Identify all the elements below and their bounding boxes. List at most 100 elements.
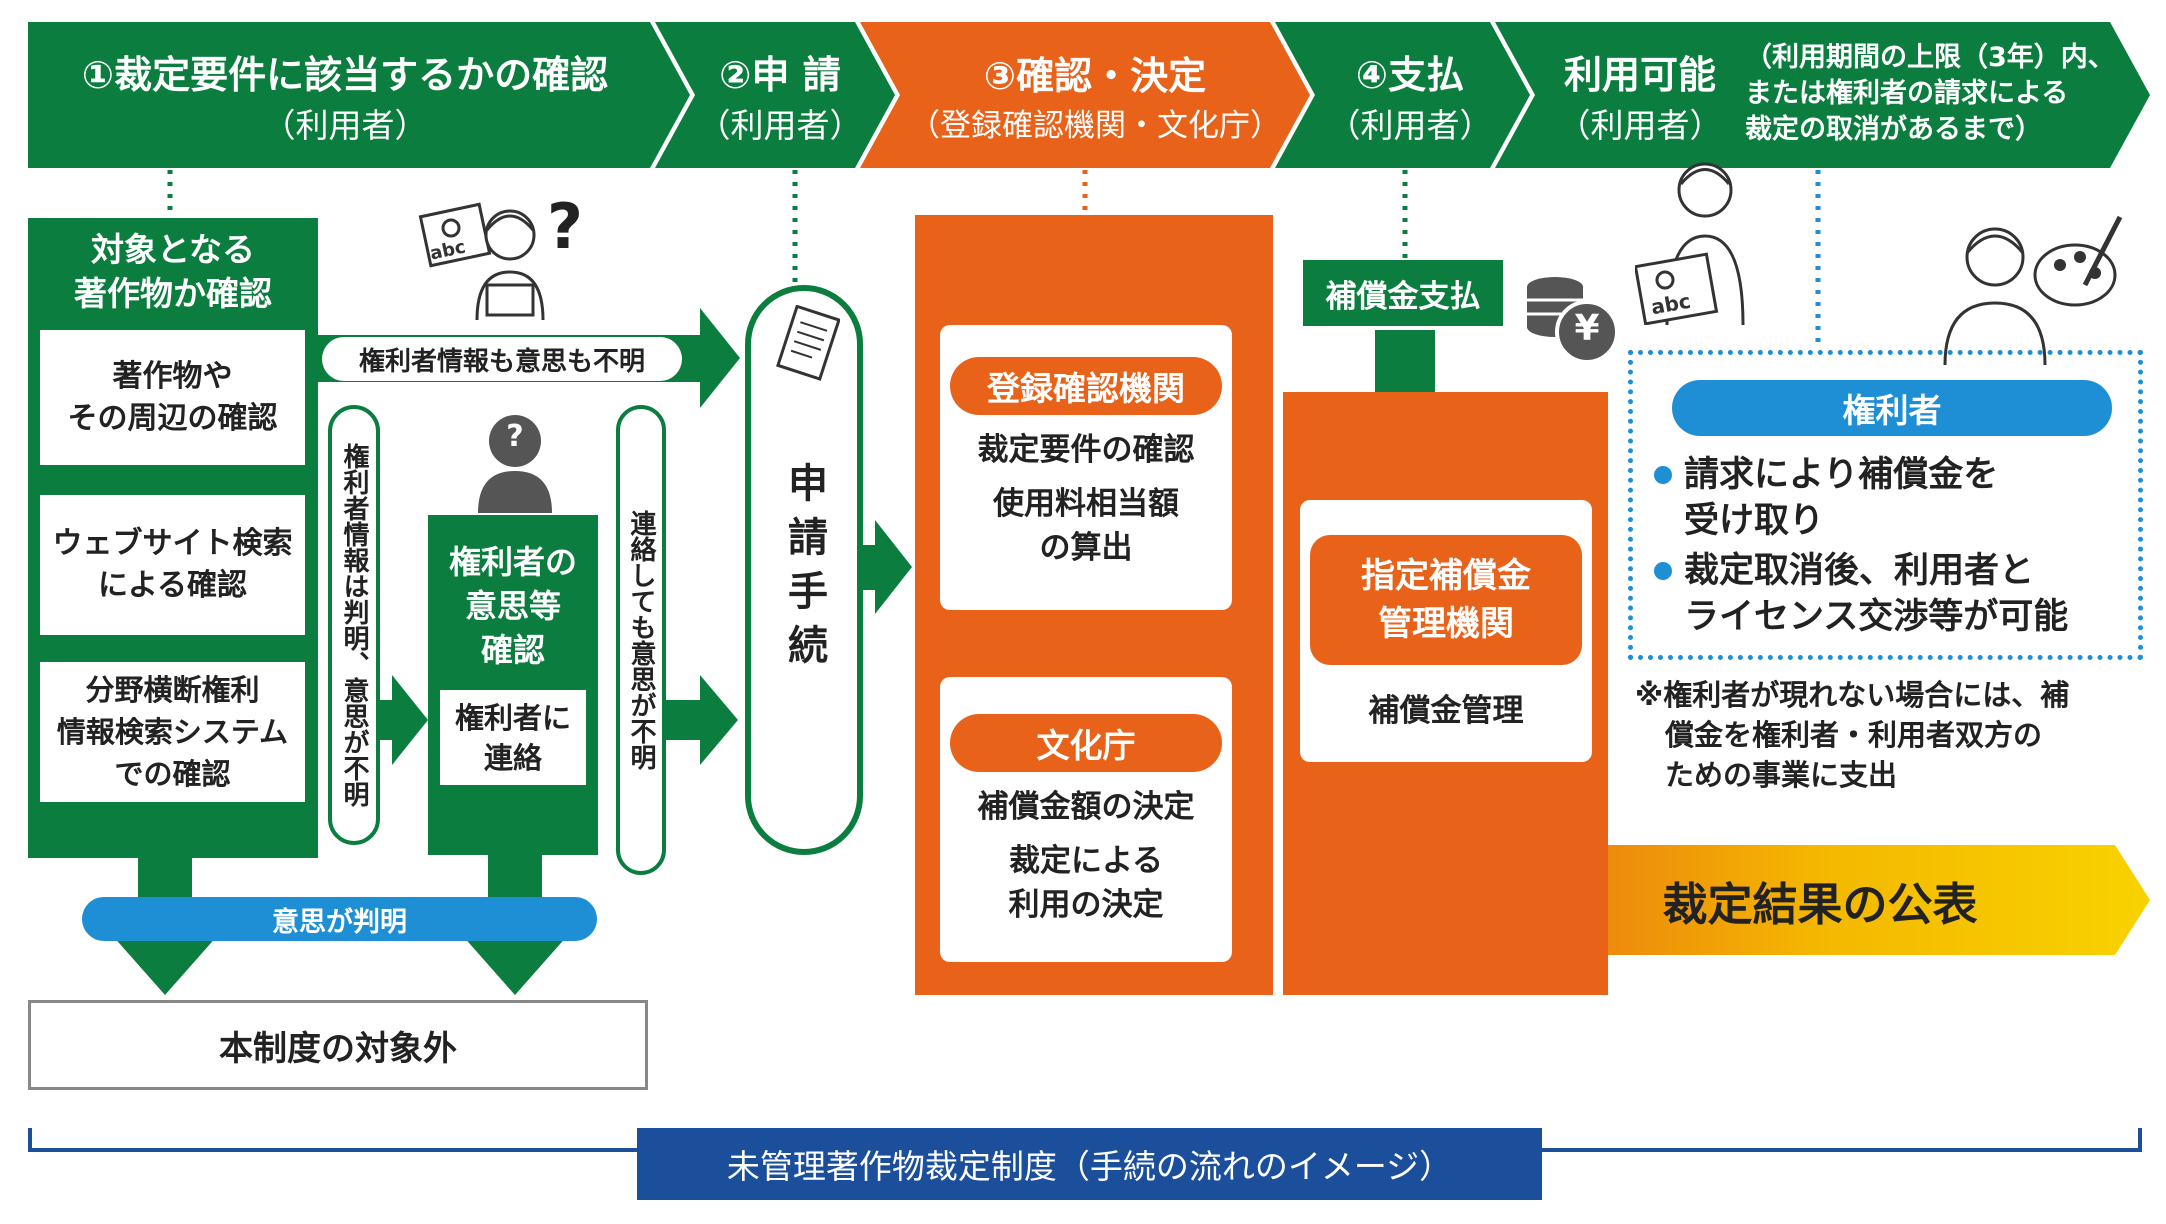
vlabel-intent-unknown: 連絡しても意思が不明: [616, 405, 666, 875]
step4-title: ④支払: [1355, 52, 1465, 97]
step5-note-line2: または権利者の請求による: [1745, 78, 2069, 109]
check-box-surroundings-line1: 著作物や: [112, 358, 233, 394]
intent-check-title: 権利者の 意思等 確認: [428, 540, 598, 672]
out-of-scope-text: 本制度の対象外: [219, 1028, 457, 1069]
rights-holder-badge: 権利者: [1672, 380, 2112, 436]
vlabel-info-known-text: 権利者情報は判明、意思が不明: [339, 443, 369, 807]
unknown-person-icon: ?: [470, 405, 560, 513]
reg-item-fee-line2: の算出: [1039, 530, 1133, 566]
mgmt-title-line2: 管理機関: [1378, 604, 1514, 644]
mgmt-item: 補償金管理: [1300, 685, 1592, 730]
publication-label: 裁定結果の公表: [1570, 845, 2070, 955]
bullet-icon: [1654, 466, 1672, 484]
bullet-icon: [1654, 562, 1672, 580]
application-capsule: [745, 285, 863, 855]
check-box-rights-db-line3: での確認: [114, 757, 231, 791]
rights-holder-item2-line1: 裁定取消後、利用者と: [1684, 551, 2035, 591]
step5-note-line3: 裁定の取消があるまで）: [1745, 114, 2042, 145]
contact-holder-box: 権利者に 連絡: [440, 690, 586, 785]
arrow-top-label: 権利者情報も意思も不明: [322, 337, 682, 381]
step4-sub: （利用者）: [1327, 105, 1493, 145]
check-box-rights-db-line2: 情報検索システム: [56, 715, 289, 749]
vlabel-intent-unknown-text: 連絡しても意思が不明: [626, 510, 656, 770]
reg-org-badge: 登録確認機関: [950, 357, 1222, 415]
step5-note-line1: （利用期間の上限（3年）内、: [1745, 42, 2115, 73]
agency-items: 補償金額の決定 裁定による 利用の決定: [940, 785, 1232, 927]
reg-org-badge-text: 登録確認機関: [987, 369, 1185, 408]
step-chevrons: [28, 22, 2150, 168]
intent-title-line1: 権利者の: [448, 543, 577, 581]
document-icon: [770, 304, 841, 395]
rights-holder-item-1: 請求により補償金を 受け取り: [1650, 452, 2130, 544]
step5-label: 利用可能 （利用者）: [1540, 30, 1740, 160]
step3-sub: （登録確認機関・文化庁）: [909, 108, 1281, 144]
check-box-surroundings: 著作物や その周辺の確認: [40, 330, 305, 465]
chevron-step2: [655, 22, 895, 168]
step3-title: ③確認・決定: [983, 54, 1207, 98]
chevron-step3: [860, 22, 1310, 168]
rights-holder-items: 請求により補償金を 受け取り 裁定取消後、利用者と ライセンス交渉等が可能: [1650, 452, 2130, 640]
rights-holder-box: [1628, 350, 2143, 660]
mgmt-item-text: 補償金管理: [1368, 693, 1524, 729]
check-box-web-search-line1: ウェブサイト検索: [52, 526, 293, 561]
contact-holder-line2: 連絡: [483, 740, 542, 775]
step5-note: （利用期間の上限（3年）内、 または権利者の請求による 裁定の取消があるまで）: [1745, 40, 2115, 148]
user-thinking-icon: abc ?: [415, 190, 595, 321]
chevron-step1: [28, 22, 690, 168]
check-box-web-search-line2: による確認: [97, 568, 248, 603]
rights-holder-item2-line2: ライセンス交渉等が可能: [1684, 597, 2069, 637]
chevron-step4: [1275, 22, 1530, 168]
target-check-header: 対象となる 著作物か確認: [28, 228, 318, 316]
coins-yen-icon: ¥: [1515, 262, 1625, 367]
step2-sub: （利用者）: [697, 105, 863, 145]
agency-badge: 文化庁: [950, 714, 1222, 772]
intent-title-line3: 確認: [480, 631, 545, 669]
footer-caption-text: 未管理著作物裁定制度（手続の流れのイメージ）: [726, 1147, 1453, 1186]
target-check-header-line1: 対象となる: [90, 230, 255, 269]
rights-holder-item1-line1: 請求により補償金を: [1684, 455, 1999, 495]
note-line1: ※権利者が現れない場合には、補: [1635, 678, 2070, 712]
arrow-app-to-step3: [862, 520, 912, 614]
yen-symbol: ¥: [1574, 308, 1600, 349]
payment-label-text: 補償金支払: [1325, 278, 1481, 315]
artist-palette-icon: [1935, 205, 2125, 366]
check-box-web-search: ウェブサイト検索 による確認: [40, 495, 305, 635]
intent-check-panel: [428, 515, 598, 855]
check-box-rights-db: 分野横断権利 情報検索システム での確認: [40, 662, 305, 802]
rights-holder-item1-line2: 受け取り: [1684, 501, 1825, 541]
rights-holder-badge-text: 権利者: [1842, 391, 1942, 430]
reg-org-items: 裁定要件の確認 使用料相当額 の算出: [940, 428, 1232, 570]
step1-title: ①裁定要件に該当するかの確認: [81, 52, 609, 97]
check-box-rights-db-line1: 分野横断権利: [85, 673, 260, 707]
agency-item-decision-line2: 利用の決定: [1008, 887, 1164, 923]
arrow-to-intent: [370, 675, 428, 765]
agency-badge-text: 文化庁: [1036, 726, 1136, 765]
mgmt-badge: 指定補償金 管理機関: [1310, 535, 1582, 665]
step5-title: 利用可能: [1563, 52, 1716, 97]
application-label: 申請手続: [751, 420, 857, 720]
arrow-to-application: [660, 675, 738, 765]
question-mark-icon: ?: [547, 190, 583, 263]
publication-text: 裁定結果の公表: [1662, 877, 1978, 931]
intent-title-line2: 意思等: [464, 587, 561, 625]
user-with-artwork-icon: abc: [1633, 150, 1765, 326]
rights-holder-item-2: 裁定取消後、利用者と ライセンス交渉等が可能: [1650, 548, 2130, 640]
agency-item-decision-line1: 裁定による: [1008, 843, 1164, 879]
intent-known-pill: 意思が判明: [82, 897, 597, 941]
note-line3: ための事業に支出: [1665, 758, 1898, 792]
agency-item-amount: 補償金額の決定: [977, 789, 1195, 825]
step2-title: ②申 請: [719, 52, 841, 97]
step3-label: ③確認・決定 （登録確認機関・文化庁）: [895, 30, 1295, 160]
target-check-header-line2: 著作物か確認: [74, 274, 272, 313]
vlabel-info-known: 権利者情報は判明、意思が不明: [328, 405, 380, 845]
arrow-top-label-text: 権利者情報も意思も不明: [358, 346, 645, 377]
intent-known-text: 意思が判明: [272, 906, 407, 938]
step2-label: ②申 請 （利用者）: [690, 30, 870, 160]
contact-holder-line1: 権利者に: [454, 700, 571, 735]
step5-sub: （利用者）: [1557, 105, 1723, 145]
payment-label: 補償金支払: [1303, 260, 1503, 326]
fallback-note: ※権利者が現れない場合には、補 償金を権利者・利用者双方の ための事業に支出: [1635, 675, 2135, 795]
step4-label: ④支払 （利用者）: [1310, 30, 1510, 160]
footer-caption: 未管理著作物裁定制度（手続の流れのイメージ）: [637, 1128, 1542, 1200]
step1-label: ①裁定要件に該当するかの確認 （利用者）: [40, 30, 650, 160]
